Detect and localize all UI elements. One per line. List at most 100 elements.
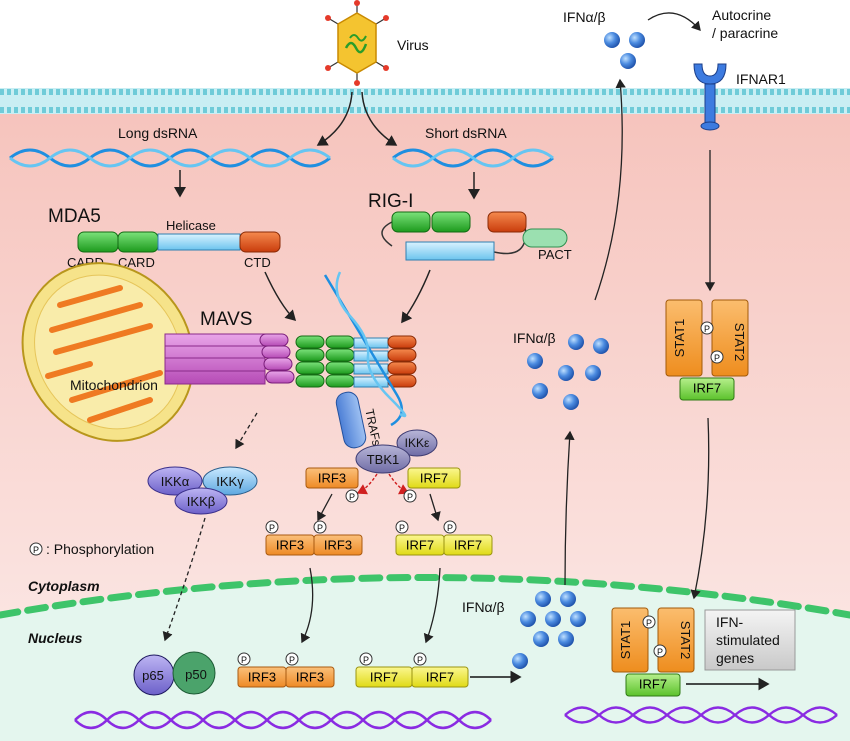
trafs-protein — [335, 391, 367, 449]
ifn-cluster-mid — [527, 334, 609, 410]
cytoplasm-label: Cytoplasm — [28, 578, 100, 594]
nuclear-envelope — [0, 574, 850, 619]
ifn-cluster-nucleus — [512, 591, 586, 669]
phospho-symbol: P — [241, 655, 247, 665]
arrow-isgf3-into-nucleus — [690, 417, 710, 600]
arrow-mda5-to-mavs — [264, 271, 297, 322]
short-dsrna-label: Short dsRNA — [425, 125, 507, 141]
nuclear-irf7-dimer — [355, 652, 469, 688]
irf3-dimer-label-a: IRF3 — [276, 537, 304, 552]
card-label-2: CARD — [118, 255, 155, 270]
phospho-symbol: P — [363, 655, 369, 665]
isg-label-line1: IFN- — [716, 614, 744, 630]
phospho-symbol: P — [447, 523, 453, 533]
plasma-membrane — [0, 88, 850, 114]
phospho-marker — [345, 489, 417, 503]
phospho-symbol: P — [646, 618, 652, 628]
phospho-arrow-irf3 — [356, 473, 378, 495]
nuclear-irf3-label-b: IRF3 — [296, 669, 324, 684]
ikk-alpha-label: IKKα — [161, 474, 190, 489]
mitochondrion — [21, 262, 195, 442]
phosphorylation-legend — [29, 542, 43, 556]
arrow-ikk-to-nfkb — [162, 517, 206, 642]
ikk-epsilon-protein — [396, 429, 438, 457]
tbk1-label: TBK1 — [367, 452, 400, 467]
ikk-complex — [147, 466, 258, 515]
arrow-ifn-export — [564, 430, 575, 586]
ikk-gamma-label: IKKγ — [216, 474, 244, 489]
ifn-top-label: IFNα/β — [563, 9, 606, 25]
irf7-dimer — [395, 520, 493, 556]
stat1-label-nucleus: STAT1 — [618, 621, 633, 660]
ifnar1-receptor — [693, 63, 727, 131]
phospho-symbol: P — [317, 523, 323, 533]
irf3-inactive — [305, 467, 359, 489]
nuclear-irf7-label-b: IRF7 — [426, 669, 454, 684]
virus-label: Virus — [397, 37, 429, 53]
arrow-irf3-into-nucleus — [300, 567, 314, 644]
nucleus-label: Nucleus — [28, 630, 83, 646]
phospho-symbol: P — [657, 647, 663, 657]
stat2-label-nucleus: STAT2 — [678, 621, 693, 660]
isg-box — [704, 609, 796, 671]
isg-label-line3: genes — [716, 650, 754, 666]
phosphorylation-legend-label: : Phosphorylation — [46, 541, 154, 557]
p65-label: p65 — [142, 668, 164, 683]
phospho-symbol: P — [704, 324, 710, 334]
mda5-protein — [77, 231, 281, 253]
ifn-nucleus-label: IFNα/β — [462, 599, 505, 615]
rig-i-protein — [381, 211, 568, 261]
nuclear-irf3-label-a: IRF3 — [248, 669, 276, 684]
mda5-label: MDA5 — [48, 206, 101, 227]
tbk1-protein — [355, 444, 411, 474]
irf3-inactive-label: IRF3 — [318, 470, 346, 485]
autocrine-label-line1: Autocrine — [712, 7, 771, 23]
arrow-ifn-secretion — [594, 78, 626, 301]
ikk-epsilon-label: IKKε — [405, 436, 430, 450]
nfkb-complex — [133, 651, 216, 696]
mavs-complex — [164, 271, 417, 427]
irf7-label-nucleus: IRF7 — [639, 676, 667, 691]
phospho-symbol: P — [33, 545, 39, 555]
arrow-irf7-to-dimer — [429, 493, 441, 522]
short-dsrna-helix — [392, 148, 554, 168]
phospho-symbol: P — [289, 655, 295, 665]
phospho-symbol: P — [269, 523, 275, 533]
irf7-inactive-label: IRF7 — [420, 470, 448, 485]
isg-label-line2: stimulated — [716, 632, 780, 648]
arrow-virus-to-short-dsrna — [361, 91, 398, 146]
irf3-dimer-label-b: IRF3 — [324, 537, 352, 552]
stat1-label-cytoplasm: STAT1 — [672, 319, 687, 358]
arrow-autocrine — [647, 12, 701, 31]
arrow-irf7-into-nucleus — [423, 567, 441, 644]
ctd-label: CTD — [244, 255, 271, 270]
phospho-symbol: P — [399, 523, 405, 533]
irf7-inactive — [407, 467, 461, 489]
nuclear-irf7-label-a: IRF7 — [370, 669, 398, 684]
phospho-symbol: P — [407, 492, 413, 502]
irf3-dimer — [265, 520, 363, 556]
phospho-symbol: P — [714, 353, 720, 363]
irf7-dimer-label-a: IRF7 — [406, 537, 434, 552]
isgf3-complex-nucleus — [611, 607, 695, 697]
arrow-virus-to-long-dsrna — [316, 91, 353, 146]
ifn-cluster-top — [604, 32, 645, 69]
nuclear-dna-left — [74, 710, 492, 730]
helicase-label: Helicase — [166, 218, 216, 233]
ifn-mid-label: IFNα/β — [513, 330, 556, 346]
ifnar1-label: IFNAR1 — [736, 71, 786, 87]
long-dsrna-helix — [9, 148, 331, 168]
irf7-dimer-label-b: IRF7 — [454, 537, 482, 552]
phospho-symbol: P — [349, 492, 355, 502]
ikk-beta-label: IKKβ — [187, 494, 215, 509]
rig-i-label: RIG-I — [368, 191, 413, 212]
mitochondrion-label: Mitochondrion — [70, 377, 158, 393]
mavs-label: MAVS — [200, 309, 252, 330]
arrow-rig-i-to-mavs — [401, 269, 431, 324]
long-dsrna-label: Long dsRNA — [118, 125, 198, 141]
irf7-label-cytoplasm: IRF7 — [693, 380, 721, 395]
pact-label: PACT — [538, 247, 572, 262]
virus-icon — [325, 0, 389, 86]
